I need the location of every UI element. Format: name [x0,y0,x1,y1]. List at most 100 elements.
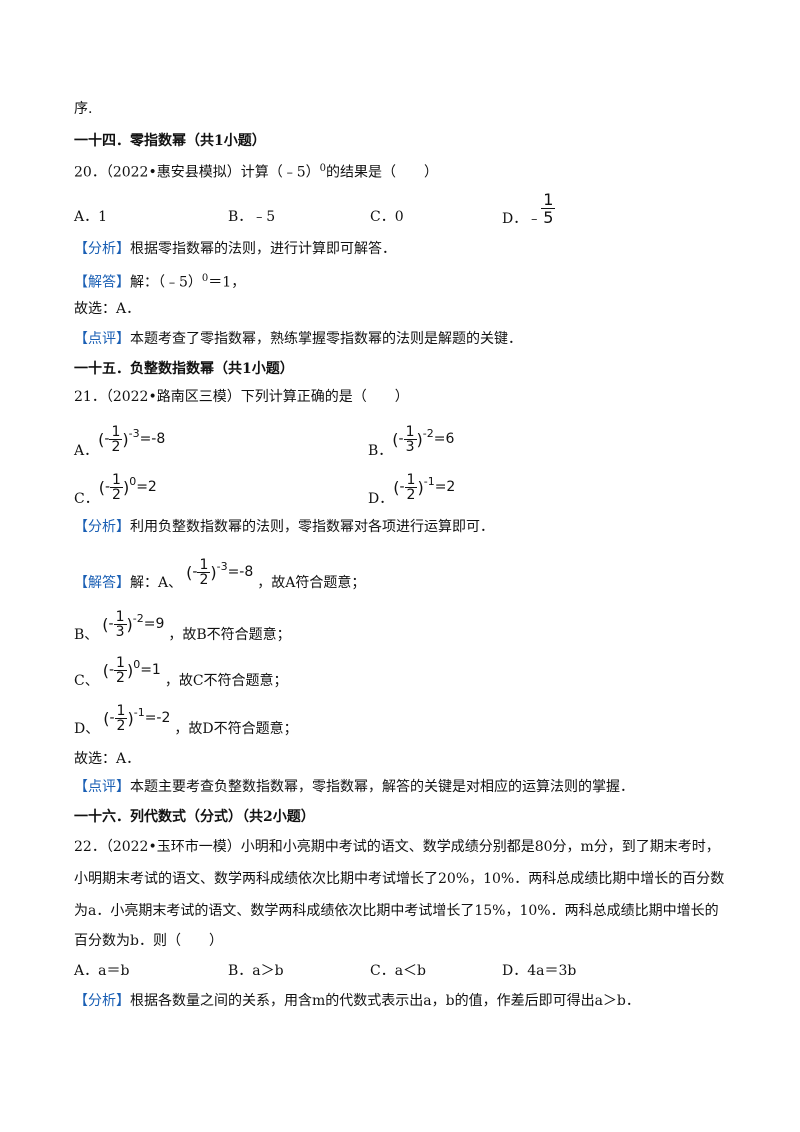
denominator: 5 [543,207,554,227]
exponent: 0 [129,474,137,488]
choose-20: 故选：A． [74,301,141,317]
result: =2 [434,479,456,495]
numerator: 1 [109,423,123,440]
option-letter: C． [74,491,99,507]
option-letter: A． [74,443,99,459]
analysis-text: 根据各数量之间的关系，用含m的代数式表示出a，b的值，作差后即可得出a＞b． [130,993,640,1009]
exponent: 0 [133,657,141,671]
answer-20: 【解答】解：（﹣5）0＝1， [74,270,245,292]
left-paren: ( [392,429,399,449]
option-letter: B、 [74,627,99,643]
choose-21: 故选：A． [74,751,141,767]
question-20: 20．（2022•惠安县模拟）计算（﹣5）0的结果是（ ） [74,160,438,182]
fraction: 1 5 [541,189,556,227]
comment-20: 【点评】本题考查了零指数幂，熟练掌握零指数幂的法则是解题的关键． [74,330,522,348]
numerator: 1 [541,189,556,209]
comment-tag: 【点评】 [74,779,130,795]
exponent: -1 [423,474,435,488]
numerator: 1 [114,702,128,719]
text-line: 序. [74,101,93,117]
analysis-text: 根据零指数幂的法则，进行计算即可解答． [130,241,396,257]
question-21: 21．（2022•路南区三模）下列计算正确的是（ ） [74,389,409,405]
right-paren: ) [122,477,130,497]
analysis-tag: 【分析】 [74,241,130,257]
answer-text: 解：A、 [130,575,183,591]
q20-option-d-label: D．﹣ [502,211,542,227]
denominator: 2 [111,438,121,455]
right-paren: ) [126,660,134,680]
denominator: 2 [116,717,126,734]
option-letter: C、 [74,673,99,689]
q20-exponent: 0 [319,163,326,174]
answer-conclusion: ，故C不符合题意； [164,673,288,689]
left-paren: ( [393,477,400,497]
answer-text: 解：（﹣5） [130,274,202,291]
left-paren: ( [103,708,110,728]
denominator: 2 [199,571,209,588]
exponent: -3 [128,426,140,440]
numerator: 1 [403,423,417,440]
denominator: 3 [115,623,125,640]
denominator: 3 [405,438,415,455]
result: =9 [143,616,165,632]
question-22-line: 百分数为b．则（ ） [74,933,223,949]
left-paren: ( [186,562,193,582]
answer-tag: 【解答】 [74,274,130,291]
right-paren: ) [126,614,133,634]
q22-option-d: D．4a＝3b [502,963,577,979]
minus-sign: - [104,431,110,447]
section-heading: 一十六．列代数式（分式）（共2小题） [74,809,315,825]
numerator: 1 [404,471,418,488]
minus-sign: - [104,479,111,495]
answer-conclusion: ，故D不符合题意； [174,721,298,737]
minus-sign: - [192,564,198,580]
section-heading: 一十四．零指数幂（共1小题） [74,133,266,149]
analysis-tag: 【分析】 [74,519,130,535]
q20-option-a: A．1 [74,209,108,225]
exponent: -1 [133,705,145,719]
analysis-22: 【分析】根据各数量之间的关系，用含m的代数式表示出a，b的值，作差后即可得出a＞… [74,992,640,1010]
right-paren: ) [122,429,129,449]
result: =6 [433,431,455,447]
comment-text: 本题考查了零指数幂，熟练掌握零指数幂的法则是解题的关键． [130,331,522,347]
q20-option-d: D．﹣ 1 5 [502,188,556,228]
comment-tag: 【点评】 [74,331,130,347]
numerator: 1 [113,608,127,625]
minus-sign: - [398,431,404,447]
numerator: 1 [197,556,211,573]
minus-sign: - [399,479,405,495]
right-paren: ) [127,708,134,728]
left-paren: ( [102,614,109,634]
result: =-8 [227,564,254,580]
comment-text: 本题主要考查负整数指数幂，零指数幂，解答的关键是对相应的运算法则的掌握． [130,779,634,795]
comment-21: 【点评】本题主要考查负整数指数幂，零指数幂，解答的关键是对相应的运算法则的掌握． [74,778,634,796]
left-paren: ( [98,477,105,497]
q20-stem-end: 的结果是（ ） [325,164,438,181]
q22-option-b: B．a＞b [228,963,284,979]
analysis-text: 利用负整数指数幂的法则，零指数幂对各项进行运算即可． [130,519,494,535]
right-paren: ) [210,562,217,582]
result: =2 [136,479,157,495]
option-letter: B． [368,443,393,459]
question-22-line: 小明期末考试的语文、数学两科成绩依次比期中考试增长了20%，10%．两科总成绩比… [74,871,725,887]
analysis-20: 【分析】根据零指数幂的法则，进行计算即可解答． [74,240,396,258]
exponent: -3 [216,559,228,573]
q22-option-c: C．a＜b [370,963,427,979]
numerator: 1 [114,654,127,671]
